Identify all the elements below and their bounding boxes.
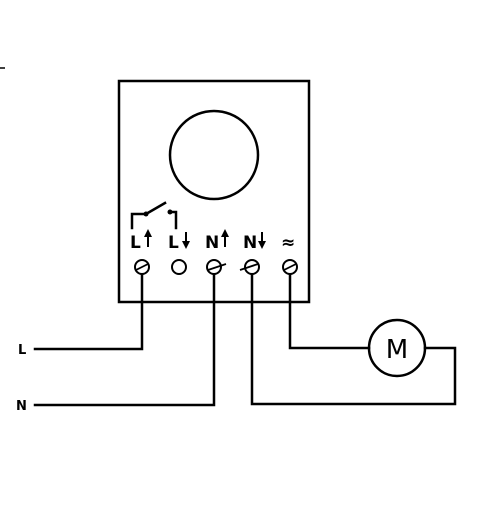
arrow-down-icon [258,241,266,249]
neutral-line-label: N [16,399,27,414]
live-line-label: L [18,343,26,358]
terminal-screw [282,259,298,275]
svg-text:N: N [205,233,219,253]
terminal-screw [134,259,150,275]
motor-feed-wire [288,265,371,350]
svg-text:N: N [243,233,257,253]
terminal-screw [206,259,227,275]
terminal-label-L-down: L [168,232,190,253]
motor-icon [367,318,427,378]
motor: M [367,318,427,378]
terminal-screw [239,259,260,275]
arrow-up-icon [221,229,229,237]
terminal-block [134,259,298,275]
terminal-screw [171,259,187,275]
arrow-up-icon [144,229,152,237]
terminal-label-ac: ≈ [281,233,295,253]
svg-text:L: L [168,233,179,253]
motor-label: M [386,335,408,365]
terminal-label-N-down: N [243,232,266,253]
switch-symbol [130,201,178,230]
dial-knob [168,109,260,201]
neutral-wire [33,265,216,407]
svg-text:L: L [130,233,141,253]
live-wire [33,265,144,351]
svg-text:≈: ≈ [281,233,295,253]
wires [33,265,457,407]
motor-return-wire [250,265,457,406]
terminal-label-L-up: L [130,229,152,253]
terminal-label-N-up: N [205,229,229,253]
arrow-down-icon [182,241,190,249]
